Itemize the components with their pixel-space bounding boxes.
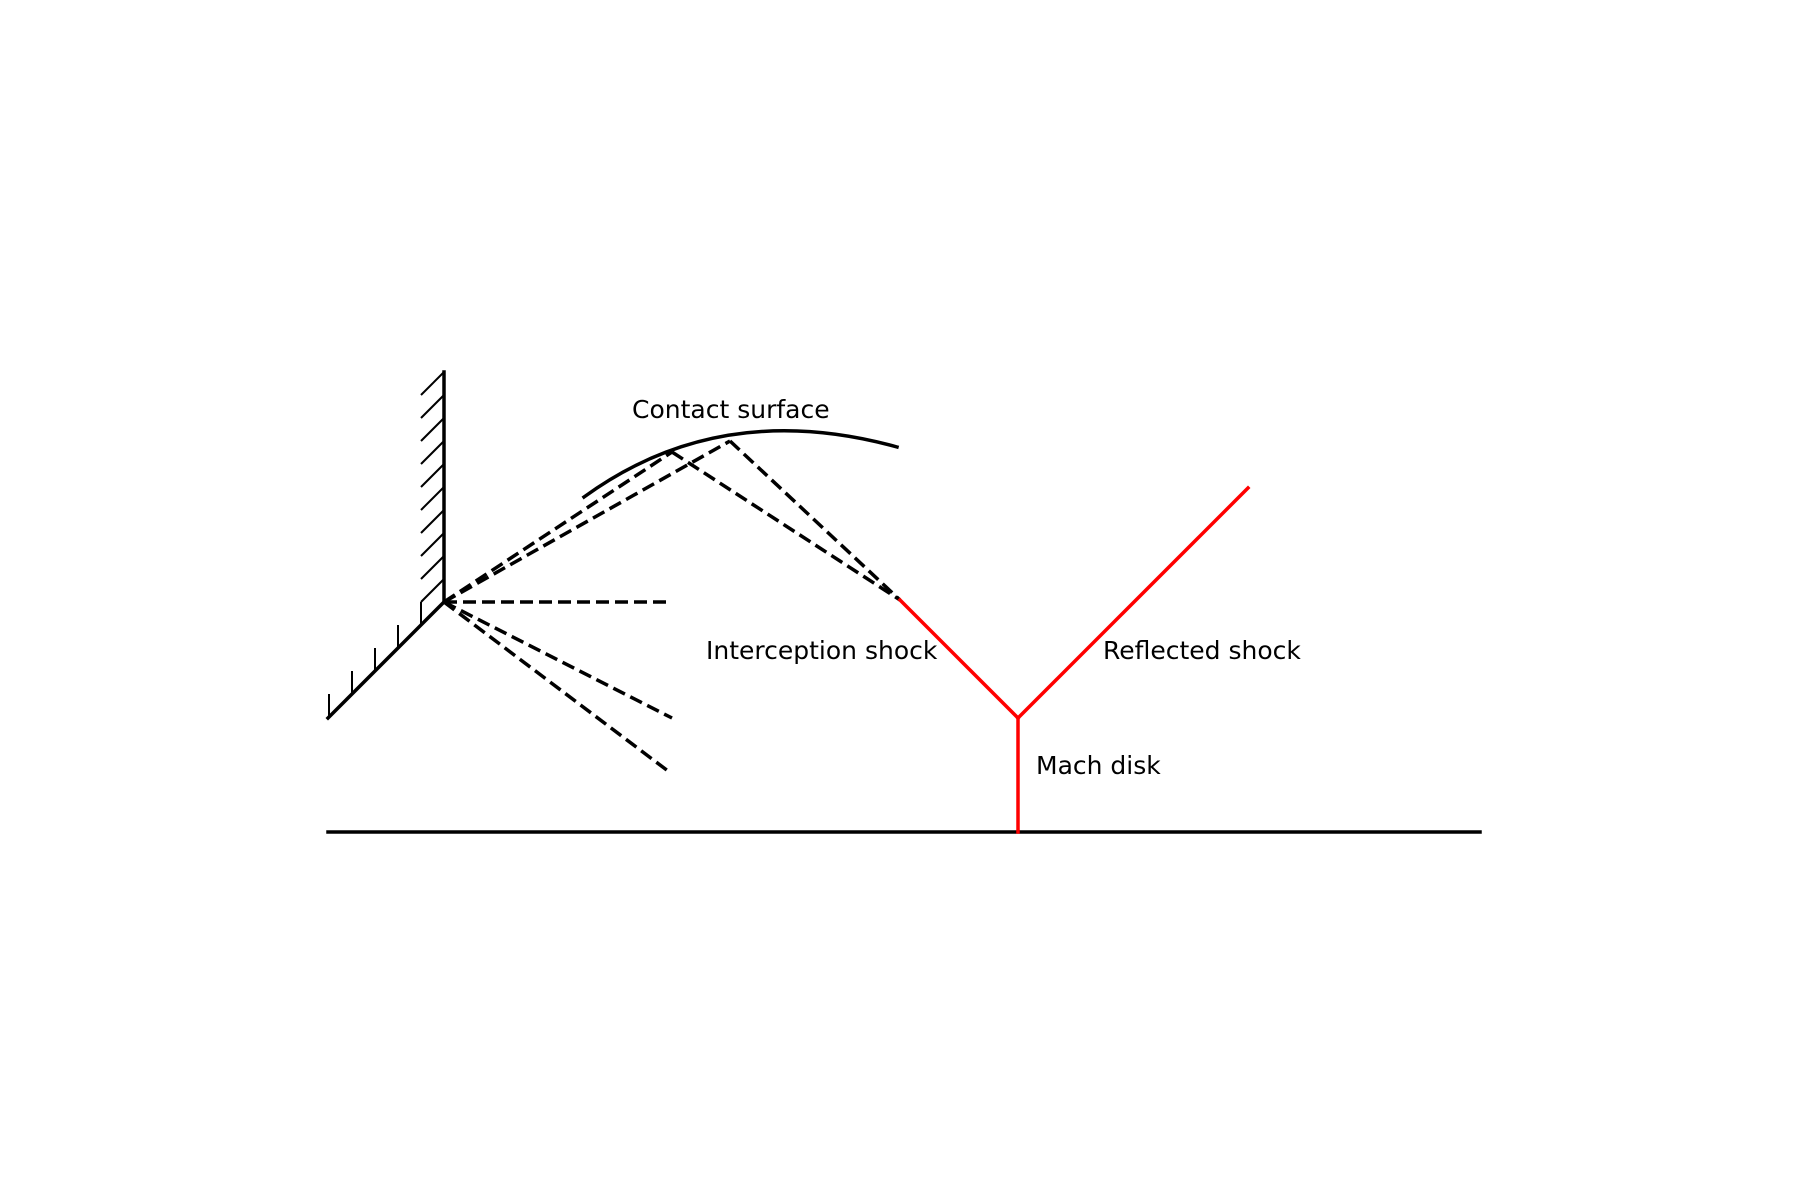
hatch-mark bbox=[420, 486, 445, 511]
interception-shock-line bbox=[897, 597, 1021, 721]
reflected-shock-line bbox=[1015, 485, 1251, 721]
mach-disk-label: Mach disk bbox=[1036, 751, 1161, 780]
reflected-shock-label: Reflected shock bbox=[1103, 636, 1301, 665]
expansion-ray-4 bbox=[443, 600, 673, 720]
expansion-ray-1 bbox=[443, 450, 673, 604]
hatch-mark bbox=[420, 463, 445, 488]
interception-shock-label: Interception shock bbox=[706, 636, 938, 665]
hatch-mark bbox=[420, 532, 445, 557]
hatch-mark bbox=[420, 394, 445, 419]
compression-wave-2 bbox=[728, 439, 902, 602]
hatch-mark bbox=[420, 417, 445, 442]
compression-waves bbox=[671, 439, 902, 602]
wall-hatching-vertical bbox=[420, 371, 445, 603]
compression-wave-1 bbox=[671, 450, 901, 602]
contact-surface-curve bbox=[581, 429, 900, 500]
contact-surface-label: Contact surface bbox=[632, 395, 830, 424]
expansion-fan bbox=[442, 439, 731, 773]
hatch-mark bbox=[420, 371, 445, 396]
hatch-mark bbox=[420, 578, 445, 603]
hatch-mark bbox=[420, 440, 445, 465]
expansion-ray-5 bbox=[442, 600, 670, 773]
nozzle-wall bbox=[325, 370, 447, 721]
nozzle-wall-diagonal bbox=[325, 599, 447, 721]
hatch-mark bbox=[420, 509, 445, 534]
hatch-mark bbox=[420, 555, 445, 580]
wall-hatching-diagonal bbox=[328, 602, 422, 717]
shock-structure bbox=[897, 485, 1251, 834]
expansion-ray-2 bbox=[443, 439, 731, 604]
